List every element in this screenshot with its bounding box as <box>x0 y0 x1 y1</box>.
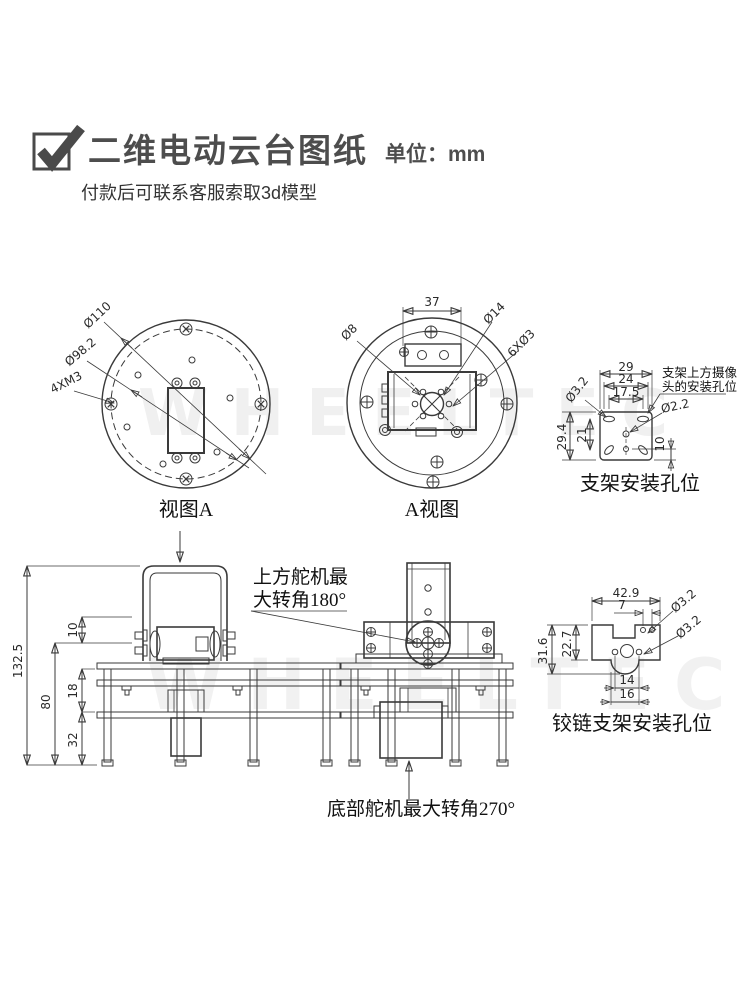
bracket-note-line1: 支架上方摄像 <box>662 365 738 380</box>
dim-29: 29 <box>618 360 633 374</box>
dim-32: 32 <box>66 732 80 747</box>
checkbox-icon <box>32 124 85 172</box>
bottom-servo-note: 底部舵机最大转角270° <box>327 798 515 820</box>
dim-width-37: 37 <box>424 295 439 309</box>
side-view-drawing: 132.5 80 10 18 32 <box>11 531 342 767</box>
dim-24: 24 <box>618 372 633 386</box>
bracket-caption: 支架安装孔位 <box>580 472 700 495</box>
hinge-bracket-drawing: 42.9 7 Ø3.2 Ø3.2 22.7 31.6 <box>536 586 712 735</box>
front-view-drawing: 上方舵机最 大转角180° 底部舵机最大转角270° <box>250 562 515 820</box>
page-title: 二维电动云台图纸 <box>88 132 368 169</box>
dim-10-bracket: 10 <box>653 436 667 451</box>
dim-22-7: 22.7 <box>560 631 574 658</box>
upper-servo-note-line1: 上方舵机最 <box>253 566 348 588</box>
dim-7: 7 <box>618 598 626 612</box>
dim-hole-dia: Ø2.2 <box>660 396 691 416</box>
subtitle: 付款后可联系客服索取3d模型 <box>81 183 318 203</box>
watermark-bottom: WHEELTEC <box>146 644 750 726</box>
dim-total-height: 132.5 <box>11 644 25 678</box>
dim-hinge-hole1: Ø3.2 <box>668 586 699 615</box>
dim-18: 18 <box>66 683 80 698</box>
dim-42-9: 42.9 <box>613 586 640 600</box>
dim-holes-spec: 6XØ3 <box>505 327 538 360</box>
hinge-caption: 铰链支架安装孔位 <box>552 712 712 735</box>
a-view-caption: A视图 <box>405 498 459 521</box>
dim-10-side: 10 <box>66 622 80 637</box>
dim-14: 14 <box>619 673 634 687</box>
dim-29-4: 29.4 <box>555 424 569 451</box>
dim-80: 80 <box>39 694 53 709</box>
bracket-holes-drawing: 29 24 17.5 Ø3.2 Ø2.2 29.4 21 <box>555 360 738 495</box>
view-a-caption: 视图A <box>159 498 214 521</box>
bracket-note-line2: 头的安装孔位 <box>662 379 737 394</box>
dim-16: 16 <box>619 687 634 701</box>
dim-hinge-hole2: Ø3.2 <box>673 612 704 641</box>
upper-servo-note-line2: 大转角180° <box>253 589 346 611</box>
dim-hub-dia: Ø14 <box>480 299 507 326</box>
dim-31-6: 31.6 <box>536 638 550 665</box>
unit-label: 单位：mm <box>385 143 486 166</box>
dim-slot-dia: Ø3.2 <box>563 374 592 405</box>
dim-17-5: 17.5 <box>613 385 640 399</box>
a-view-drawing: 37 Ø8 Ø14 6XØ3 A视图 <box>338 295 538 521</box>
watermark-top: WHEELTEC <box>138 377 691 451</box>
dim-bolt-circle: Ø98.2 <box>62 335 99 369</box>
dim-21: 21 <box>575 427 589 442</box>
view-a-drawing: Ø110 Ø98.2 4XM3 视图A <box>48 299 271 521</box>
dim-shaft-dia: Ø8 <box>338 321 360 343</box>
